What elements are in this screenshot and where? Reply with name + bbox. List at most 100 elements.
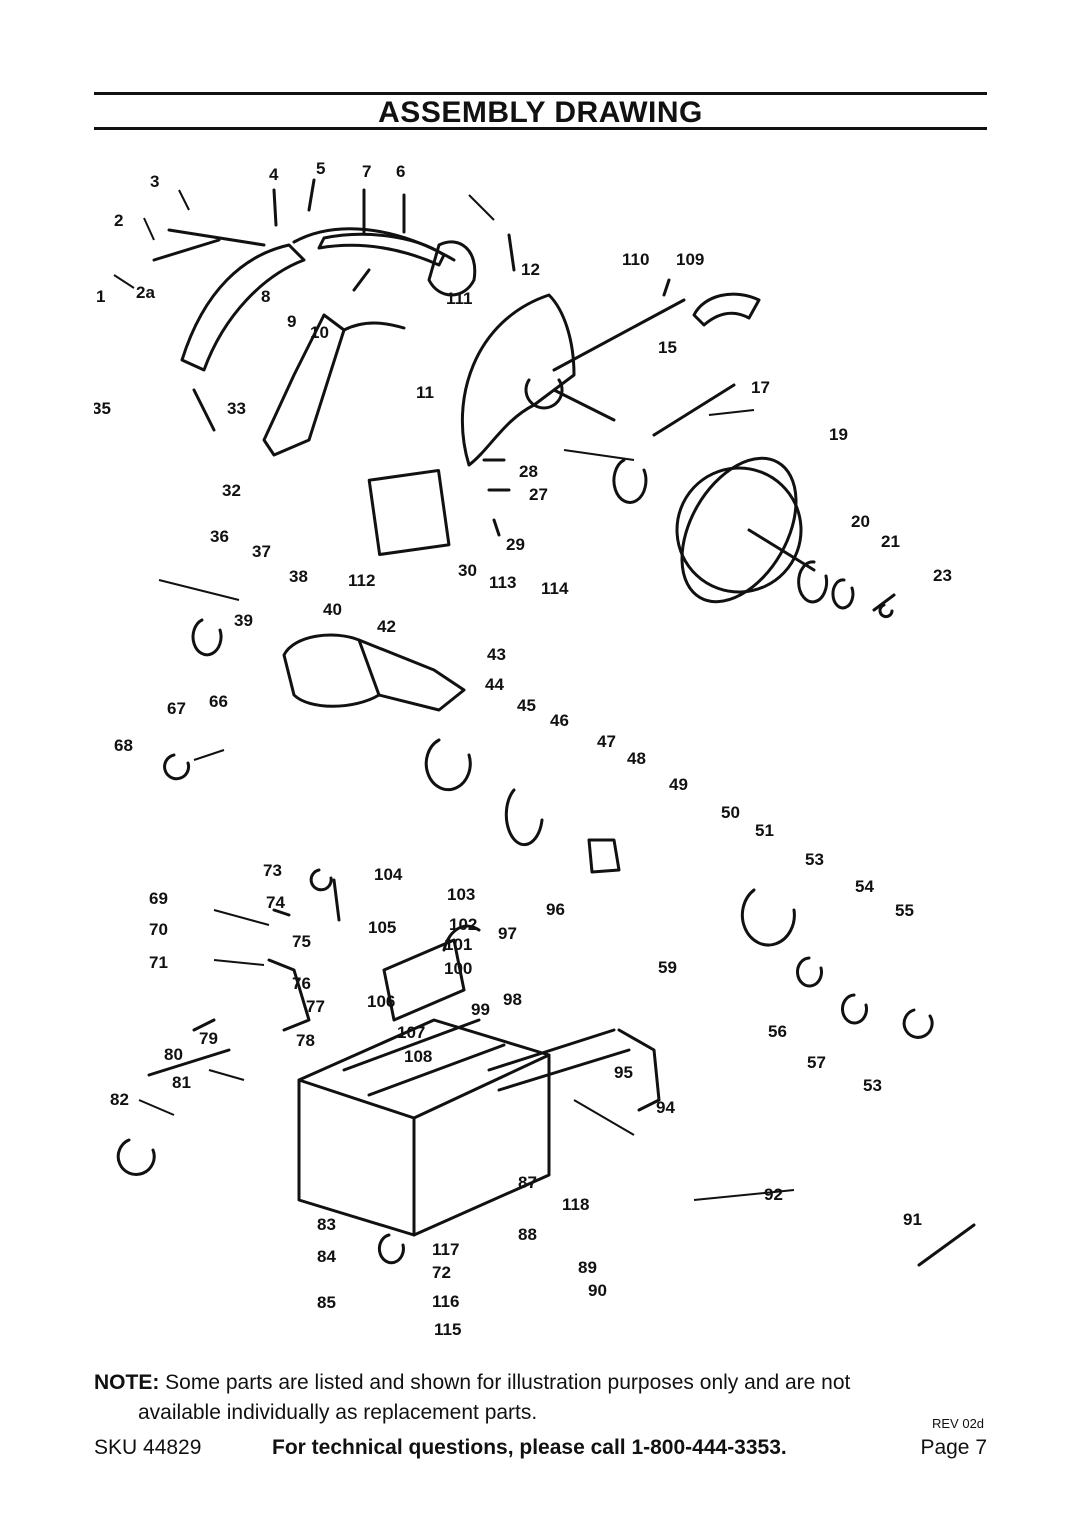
svg-text:111: 111 xyxy=(446,289,473,308)
svg-text:113: 113 xyxy=(489,573,516,592)
svg-text:85: 85 xyxy=(317,1293,336,1312)
svg-text:55: 55 xyxy=(895,901,914,920)
svg-text:108: 108 xyxy=(404,1047,432,1066)
svg-text:5: 5 xyxy=(316,159,325,178)
svg-text:42: 42 xyxy=(377,617,396,636)
note-line-1: NOTE: Some parts are listed and shown fo… xyxy=(94,1368,987,1398)
svg-text:69: 69 xyxy=(149,889,168,908)
svg-text:115: 115 xyxy=(434,1320,461,1339)
svg-text:83: 83 xyxy=(317,1215,336,1234)
svg-text:72: 72 xyxy=(432,1263,451,1282)
svg-text:104: 104 xyxy=(374,865,403,884)
svg-text:30: 30 xyxy=(458,561,477,580)
svg-text:80: 80 xyxy=(164,1045,183,1064)
svg-text:45: 45 xyxy=(517,696,536,715)
svg-text:77: 77 xyxy=(306,997,325,1016)
svg-text:88: 88 xyxy=(518,1225,537,1244)
svg-text:23: 23 xyxy=(933,566,952,585)
svg-text:47: 47 xyxy=(597,732,616,751)
svg-text:48: 48 xyxy=(627,749,646,768)
svg-text:46: 46 xyxy=(550,711,569,730)
svg-text:70: 70 xyxy=(149,920,168,939)
svg-text:50: 50 xyxy=(721,803,740,822)
svg-text:87: 87 xyxy=(518,1173,537,1192)
svg-text:116: 116 xyxy=(432,1292,459,1311)
svg-text:84: 84 xyxy=(317,1247,336,1266)
tech-support-text: For technical questions, please call 1-8… xyxy=(272,1436,787,1459)
svg-text:117: 117 xyxy=(432,1240,459,1259)
svg-text:43: 43 xyxy=(487,645,506,664)
svg-text:40: 40 xyxy=(323,600,342,619)
note-label: NOTE: xyxy=(94,1371,160,1394)
svg-text:98: 98 xyxy=(503,990,522,1009)
svg-text:11: 11 xyxy=(416,383,434,402)
svg-text:101: 101 xyxy=(444,935,472,954)
svg-text:4: 4 xyxy=(269,165,279,184)
svg-text:79: 79 xyxy=(199,1029,218,1048)
title-rule-bottom xyxy=(94,127,987,130)
svg-text:92: 92 xyxy=(764,1185,783,1204)
svg-text:29: 29 xyxy=(506,535,525,554)
svg-text:91: 91 xyxy=(903,1210,922,1229)
svg-text:2a: 2a xyxy=(136,283,155,302)
svg-text:28: 28 xyxy=(519,462,538,481)
svg-text:12: 12 xyxy=(521,260,540,279)
svg-text:75: 75 xyxy=(292,932,311,951)
page-number: Page 7 xyxy=(920,1436,987,1459)
svg-text:118: 118 xyxy=(562,1195,589,1214)
svg-text:106: 106 xyxy=(367,992,395,1011)
svg-text:8: 8 xyxy=(261,287,270,306)
svg-text:51: 51 xyxy=(755,821,774,840)
svg-text:33: 33 xyxy=(227,399,246,418)
svg-text:57: 57 xyxy=(807,1053,826,1072)
svg-text:49: 49 xyxy=(669,775,688,794)
svg-text:20: 20 xyxy=(851,512,870,531)
svg-text:59: 59 xyxy=(658,958,677,977)
svg-text:54: 54 xyxy=(855,877,874,896)
svg-text:38: 38 xyxy=(289,567,308,586)
svg-text:96: 96 xyxy=(546,900,565,919)
svg-text:110: 110 xyxy=(622,250,649,269)
svg-text:71: 71 xyxy=(149,953,168,972)
svg-text:103: 103 xyxy=(447,885,475,904)
title-rule-top xyxy=(94,92,987,95)
svg-text:3: 3 xyxy=(150,172,159,191)
page-title: ASSEMBLY DRAWING xyxy=(378,96,703,129)
svg-text:94: 94 xyxy=(656,1098,675,1117)
svg-text:39: 39 xyxy=(234,611,253,630)
svg-text:9: 9 xyxy=(287,312,296,331)
svg-text:53: 53 xyxy=(863,1076,882,1095)
svg-text:105: 105 xyxy=(368,918,396,937)
svg-text:32: 32 xyxy=(222,481,241,500)
svg-text:19: 19 xyxy=(829,425,848,444)
svg-text:97: 97 xyxy=(498,924,517,943)
note-line-2: available individually as replacement pa… xyxy=(138,1401,538,1424)
svg-text:107: 107 xyxy=(397,1023,425,1042)
note: NOTE: Some parts are listed and shown fo… xyxy=(94,1368,987,1428)
svg-text:44: 44 xyxy=(485,675,504,694)
svg-text:102: 102 xyxy=(449,915,477,934)
svg-text:114: 114 xyxy=(541,579,569,598)
svg-text:109: 109 xyxy=(676,250,704,269)
svg-text:78: 78 xyxy=(296,1031,315,1050)
svg-text:7: 7 xyxy=(362,162,371,181)
svg-text:17: 17 xyxy=(751,378,770,397)
svg-text:67: 67 xyxy=(167,699,186,718)
svg-text:90: 90 xyxy=(588,1281,607,1300)
svg-text:36: 36 xyxy=(210,527,229,546)
svg-text:95: 95 xyxy=(614,1063,633,1082)
svg-text:15: 15 xyxy=(658,338,677,357)
revision-label: REV 02d xyxy=(932,1416,985,1431)
svg-text:2: 2 xyxy=(114,211,123,230)
svg-text:37: 37 xyxy=(252,542,271,561)
svg-text:99: 99 xyxy=(471,1000,490,1019)
sku-label: SKU 44829 xyxy=(94,1436,202,1459)
svg-text:112: 112 xyxy=(348,571,375,590)
svg-text:66: 66 xyxy=(209,692,228,711)
svg-text:100: 100 xyxy=(444,959,472,978)
svg-text:27: 27 xyxy=(529,485,548,504)
svg-text:89: 89 xyxy=(578,1258,597,1277)
note-text-1: Some parts are listed and shown for illu… xyxy=(159,1371,851,1394)
svg-text:53: 53 xyxy=(805,850,824,869)
